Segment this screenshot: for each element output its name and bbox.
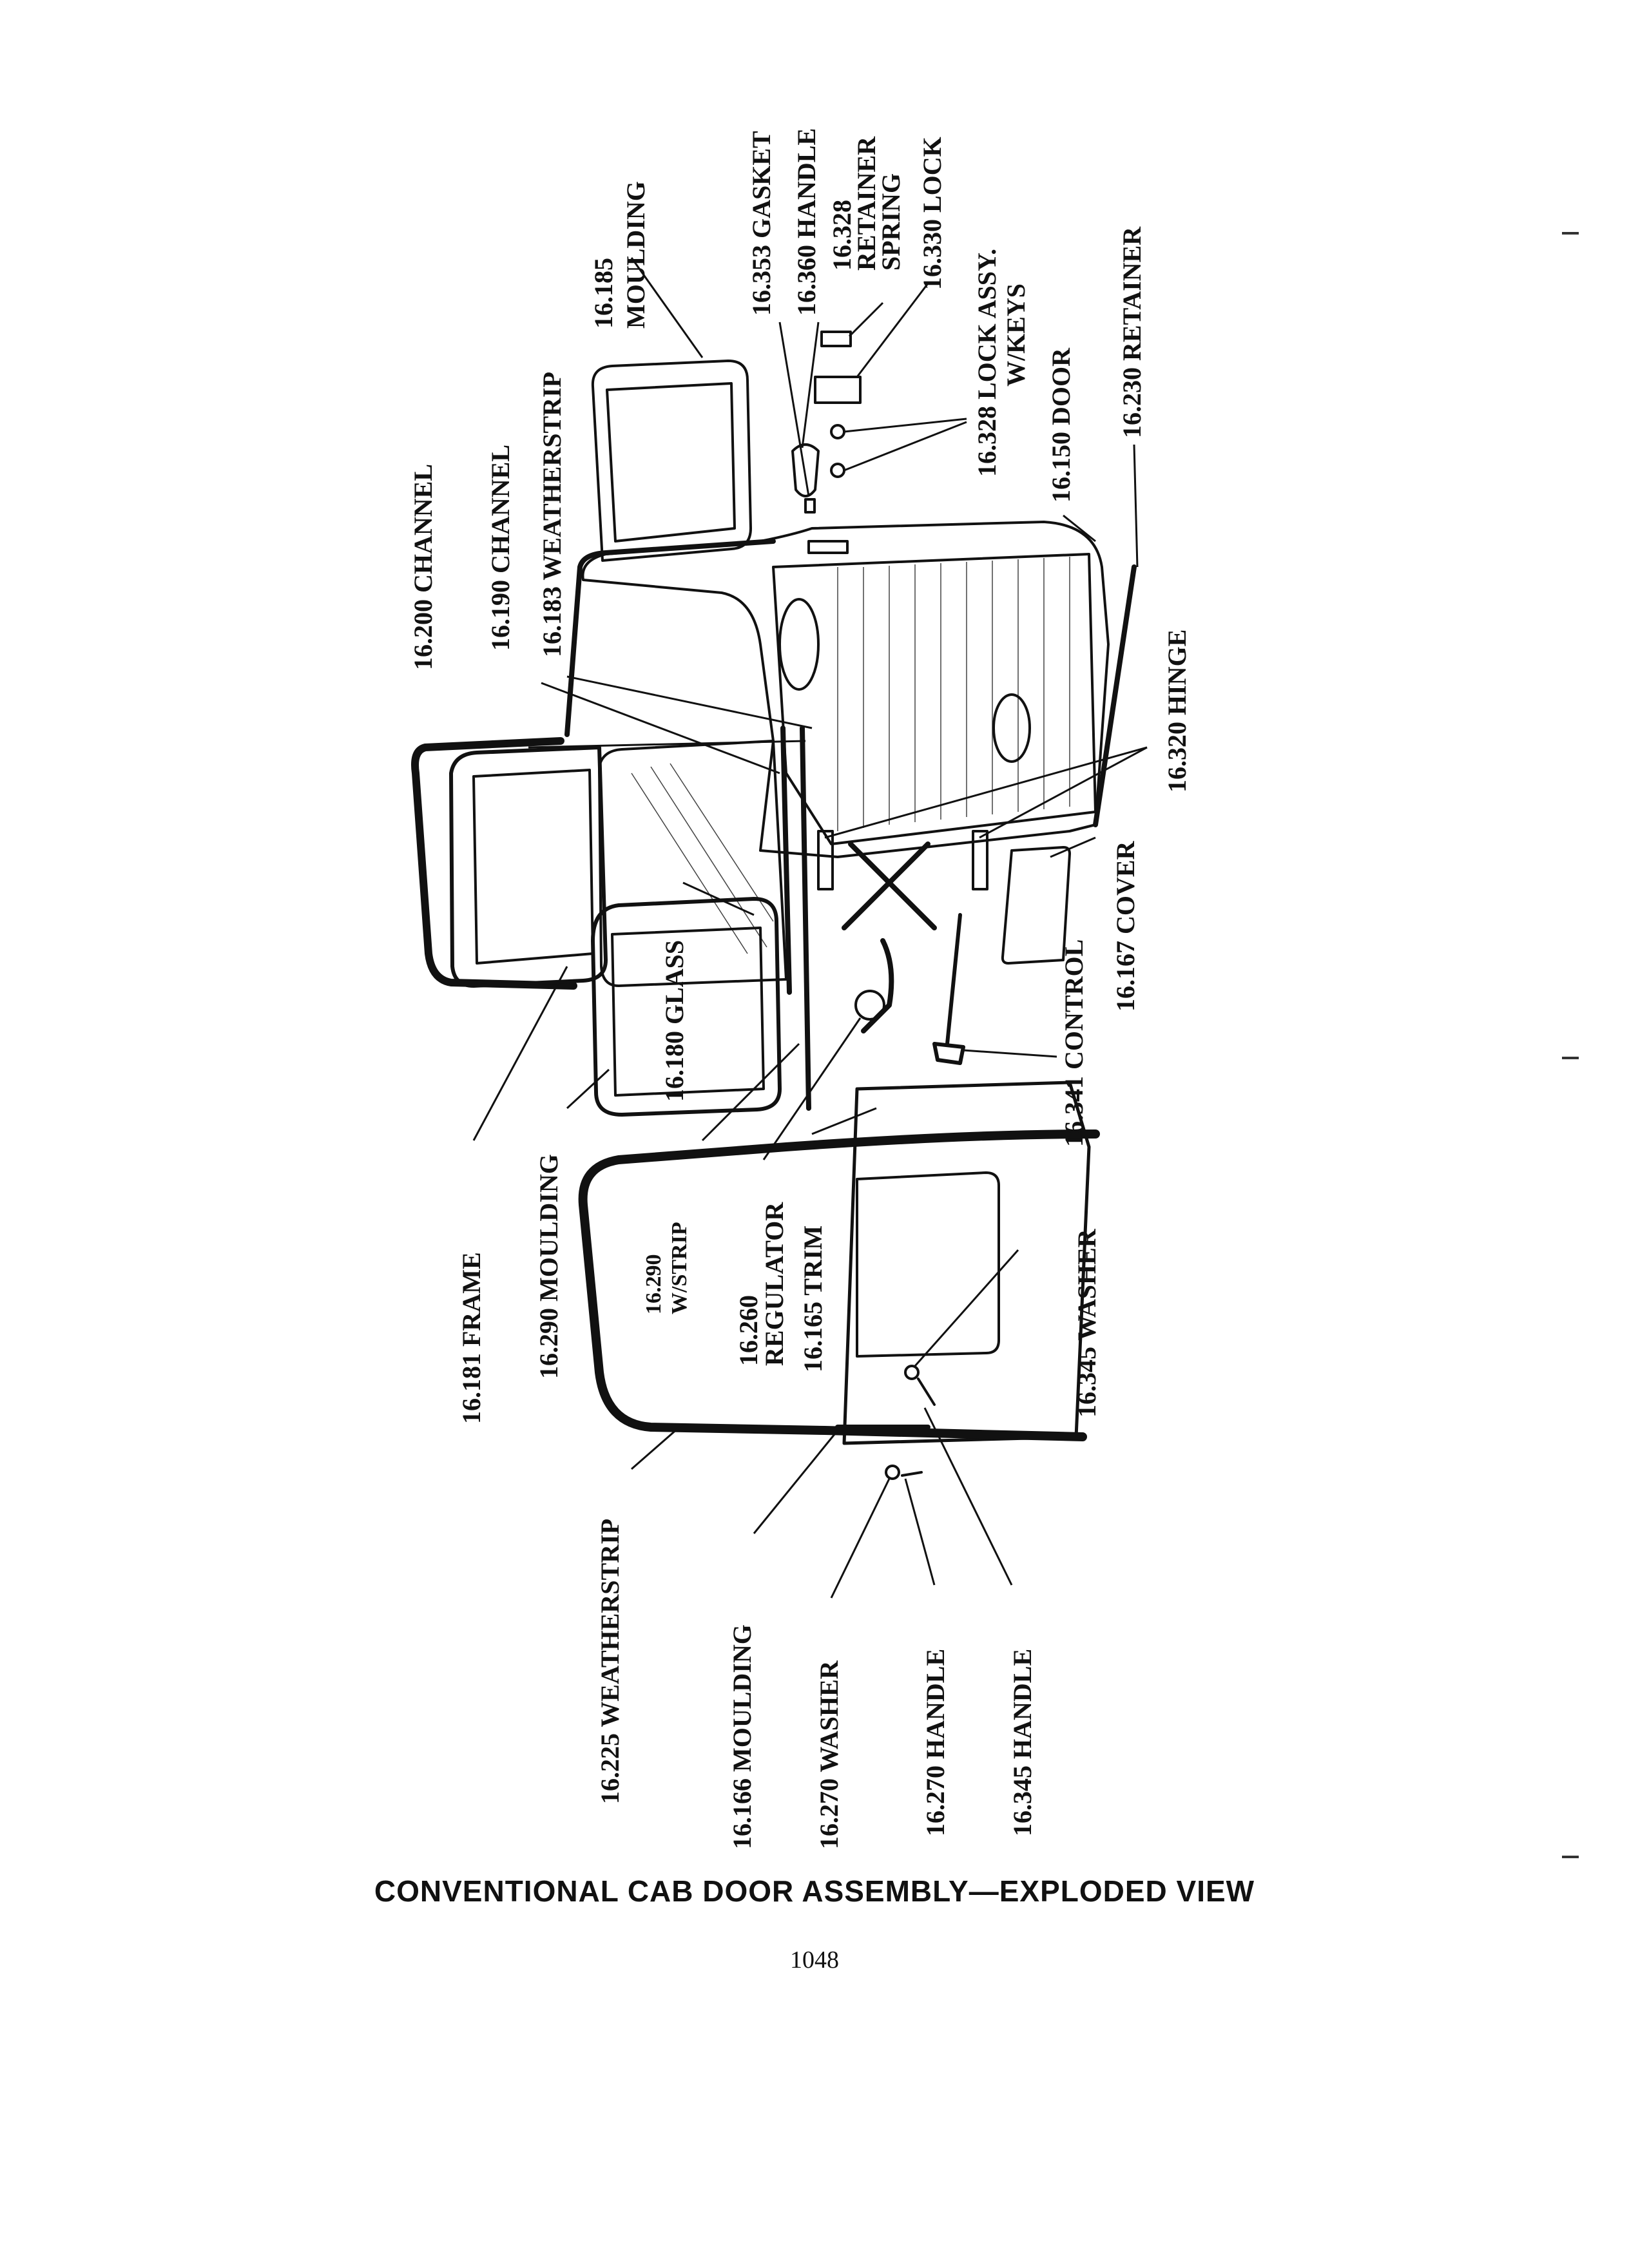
moulding-part-16185-inner [606, 382, 736, 543]
washer-part-16345 [904, 1365, 920, 1380]
channel-part-16190-a [780, 726, 792, 995]
edge-mark-middle [1562, 1057, 1579, 1059]
page-number: 1048 [790, 1946, 839, 1974]
trim-inner-panel [856, 1171, 1000, 1358]
label-lock-16330: 16.330 LOCK [918, 137, 947, 290]
label-regulator-16260-num: 16.260 [734, 1295, 763, 1366]
label-retainer-16328-num: 16.328 [827, 200, 856, 271]
door-access-hole-upper [778, 598, 820, 691]
channel-part-16190-b [800, 726, 811, 1111]
hinge-part-lower [972, 830, 988, 890]
label-control-16341: 16.341 CONTROL [1059, 939, 1088, 1147]
channel-part-16200 [411, 737, 577, 990]
label-regulator-16260-name: REGULATOR [760, 1202, 789, 1366]
label-retainer-16328-spring: SPRING [876, 173, 905, 271]
label-retainer-16328-name: RETAINER [852, 136, 881, 271]
retainer-part-16230 [1093, 564, 1137, 827]
label-lock-assy-16328: 16.328 LOCK ASSY. [972, 249, 1001, 477]
label-wstrip-16290-num: 16.290 [642, 1254, 666, 1315]
label-handle-16270: 16.270 HANDLE [921, 1649, 950, 1836]
label-weatherstrip-16183: 16.183 WEATHERSTRIP [537, 372, 566, 657]
label-gasket-16353: 16.353 GASKET [747, 131, 776, 316]
label-hinge-16320: 16.320 HINGE [1162, 629, 1191, 793]
door-handle-slot [807, 540, 849, 554]
glass-part [598, 740, 787, 987]
moulding-part-16290 [591, 897, 782, 1117]
trim-part [842, 1081, 1091, 1445]
control-part [932, 913, 965, 1065]
label-moulding-16290: 16.290 MOULDING [534, 1154, 563, 1379]
moulding-part-16290-inner [611, 927, 765, 1097]
moulding-part-16185 [591, 360, 752, 562]
label-weatherstrip-16225: 16.225 WEATHERSTRIP [595, 1519, 624, 1804]
weatherstrip-part-16183 [564, 539, 776, 737]
gasket-part [804, 498, 816, 514]
edge-mark-top [1562, 232, 1579, 235]
label-frame-16181: 16.181 FRAME [457, 1252, 486, 1424]
hinge-part-upper [817, 830, 834, 890]
handle-part-16360 [791, 443, 820, 497]
cover-part [1001, 846, 1071, 965]
frame-part-inner [472, 769, 594, 965]
lock-key-part-b [830, 463, 845, 478]
label-handle-16345: 16.345 HANDLE [1008, 1649, 1037, 1836]
lock-key-part-a [830, 424, 845, 439]
label-lock-assy-keys: W/KEYS [1001, 284, 1030, 387]
handle-part-16270 [901, 1471, 923, 1477]
lock-part [814, 376, 862, 404]
glass-hatching [631, 763, 774, 954]
label-wstrip-16290-name: W/STRIP [668, 1222, 691, 1314]
leader-lines [472, 257, 1148, 1599]
door-part [581, 521, 1110, 858]
label-channel-16190: 16.190 CHANNEL [486, 445, 515, 651]
regulator-gear [854, 990, 885, 1021]
washer-part-16270 [885, 1465, 900, 1480]
label-channel-16200: 16.200 CHANNEL [409, 464, 438, 670]
label-moulding-16166: 16.166 MOULDING [728, 1624, 757, 1849]
label-retainer-16230: 16.230 RETAINER [1117, 226, 1146, 438]
label-washer-16270: 16.270 WASHER [815, 1660, 843, 1849]
edge-mark-bottom [1562, 1856, 1579, 1858]
door-hatching [837, 557, 1070, 831]
label-washer-16345: 16.345 WASHER [1072, 1228, 1101, 1418]
label-door-16150: 16.150 DOOR [1046, 347, 1075, 503]
handle-part-16345 [917, 1378, 936, 1406]
retainer-spring-part [820, 331, 852, 347]
figure-caption: CONVENTIONAL CAB DOOR ASSEMBLY—EXPLODED … [374, 1874, 1255, 1908]
label-moulding-16185-name: MOULDING [621, 181, 650, 329]
weatherstrip-part-16225 [578, 1129, 1100, 1441]
label-cover-16167: 16.167 COVER [1111, 840, 1140, 1012]
label-handle-16360: 16.360 HANDLE [792, 128, 821, 316]
label-glass-16180: 16.180 GLASS [660, 940, 689, 1102]
label-trim-16165: 16.165 TRIM [798, 1225, 827, 1372]
label-moulding-16185-num: 16.185 [589, 258, 618, 329]
door-access-hole-lower [992, 693, 1031, 763]
frame-part [449, 745, 608, 988]
regulator-part [842, 841, 937, 1033]
